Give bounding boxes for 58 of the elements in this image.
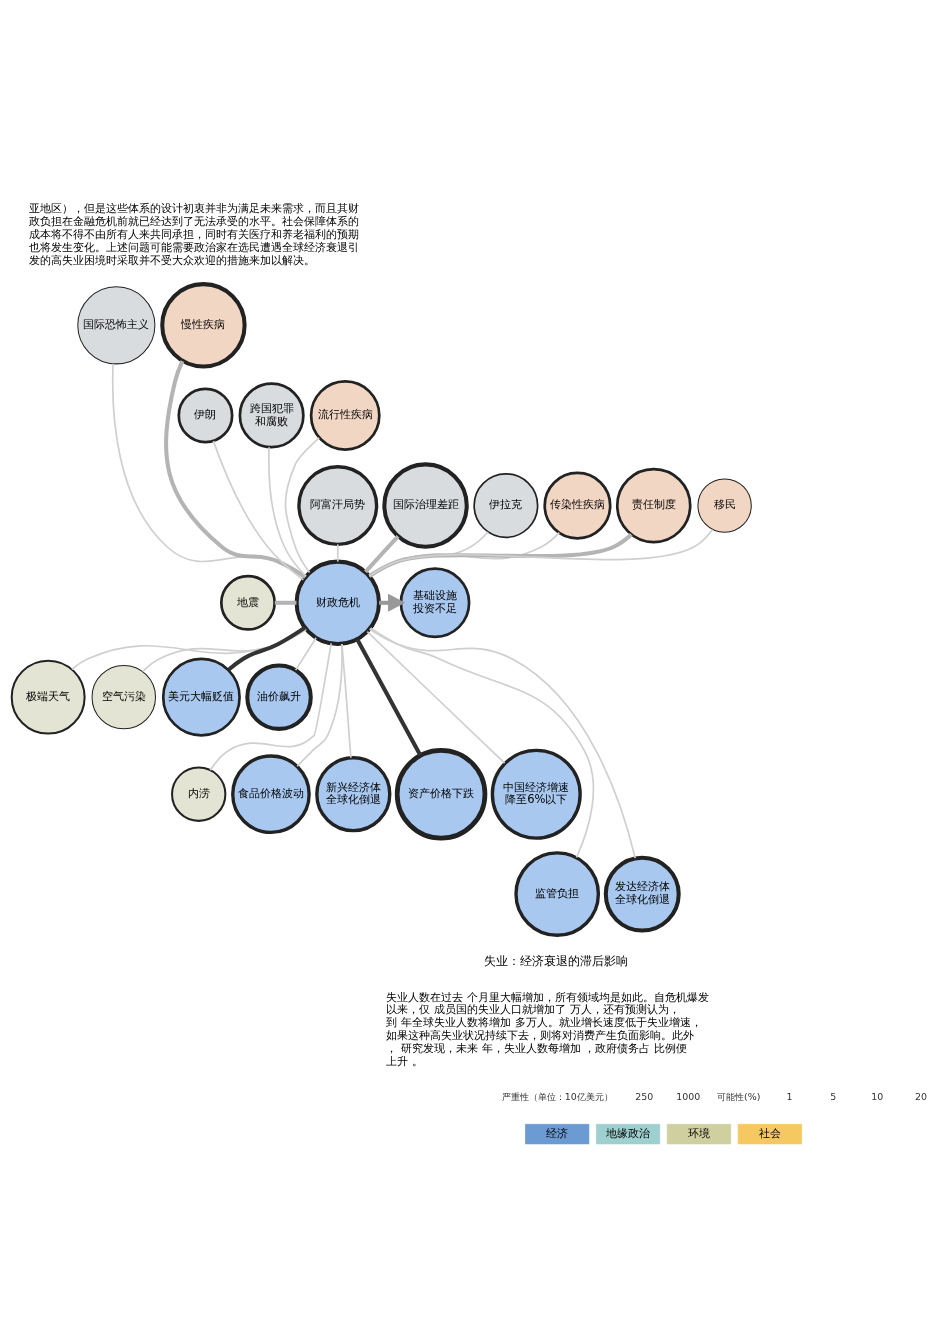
label: 10 xyxy=(870,1090,883,1102)
node-circle: 内涝 xyxy=(170,766,226,822)
node-circle: 责任制度 xyxy=(615,467,692,543)
legend-label: 环境 xyxy=(687,1126,710,1140)
node-circle: 监管负担 xyxy=(513,850,600,937)
label: 5 xyxy=(829,1090,836,1102)
node-circle: 国际恐怖主义 xyxy=(76,285,155,364)
node-circle: 阿富汗局势 xyxy=(296,464,378,546)
connector xyxy=(284,436,320,573)
connector xyxy=(274,600,296,605)
node-circle: 伊朗 xyxy=(176,386,233,443)
node-circle: 伊拉克 xyxy=(472,472,538,538)
connector xyxy=(141,627,307,672)
node-circle: 移民 xyxy=(696,477,752,533)
node-circle: 发达经济体全球化倒退 xyxy=(603,855,681,933)
legend-label: 地缘政治 xyxy=(605,1126,650,1140)
label: 1 xyxy=(785,1090,792,1102)
node-circle: 资产价格下跌 xyxy=(394,747,487,840)
node-circle: 中国经济增速降至6%以下 xyxy=(490,748,582,840)
legend-label: 社会 xyxy=(758,1126,781,1140)
label: 20 xyxy=(914,1090,927,1102)
node-circle: 财政危机 xyxy=(294,559,381,646)
node-circle: 流行性疾病 xyxy=(309,379,381,451)
node-circle: 极端天气 xyxy=(10,659,86,735)
connector xyxy=(365,630,505,764)
node-circle: 地震 xyxy=(219,574,276,631)
label: 可能性(%) xyxy=(716,1090,760,1102)
connector xyxy=(267,445,307,577)
node-circle: 油价飙升 xyxy=(244,662,313,731)
connector xyxy=(369,626,594,858)
node-circle: 美元大幅贬值 xyxy=(161,657,241,737)
node-circle: 跨国犯罪和腐败 xyxy=(238,381,305,449)
label: 严重性（单位：10亿美元） xyxy=(501,1090,613,1102)
node-circle: 基础设施投资不足 xyxy=(399,566,470,638)
connector xyxy=(336,543,339,562)
connector xyxy=(340,642,352,759)
label: 失业：经济衰退的滞后影响 xyxy=(483,953,628,968)
label: 亚地区），但是这些体系的设计初衷并非为满足未来需求，而且其财政负担在金融危机前就已经达到了无法承受的水平。社会保障体系的成本将不得不由所有人来共同承担，同时有关医疗和养老福利的预期也将发生变化。上述问题可能需要政治家在选民遭遇全球经济衰退引发的高失业困境时采取并不受大众欢迎的措施来加以解决。 xyxy=(28,200,359,267)
connector xyxy=(368,627,636,859)
connector xyxy=(363,534,399,573)
node-circle: 国际治理差距 xyxy=(381,461,469,549)
node-circle: 空气污染 xyxy=(91,664,156,729)
node-circle: 新兴经济体全球化倒退 xyxy=(314,755,391,832)
node-circle: 传染性疾病 xyxy=(542,471,611,540)
connector xyxy=(367,532,633,578)
connector xyxy=(294,636,317,671)
legend-label: 经济 xyxy=(545,1126,568,1140)
connector xyxy=(212,439,304,581)
label: 1000 xyxy=(675,1090,700,1102)
node-circle: 慢性疾病 xyxy=(159,281,247,369)
connector xyxy=(368,528,713,577)
connector xyxy=(226,625,306,671)
label: 失业人数在过去 个月里大幅增加，所有领域均是如此。自危机爆发以来，仅 成员国的失业人口就增加了 万人，还有预测认为，到 年全球失业人数将增加 多万人。就业增长速度低于失业增速，如果这种高失业状况持续下去，则将对消费产生负面影响。此外， 研究发现，未来 年，失业人数每增加 ，政府债务占 比例便上升 。 xyxy=(385,989,709,1068)
connector xyxy=(354,637,422,756)
connector xyxy=(70,628,307,670)
node-circle: 食品价格波动 xyxy=(230,753,311,834)
label: 250 xyxy=(634,1090,653,1102)
connector xyxy=(208,642,332,771)
